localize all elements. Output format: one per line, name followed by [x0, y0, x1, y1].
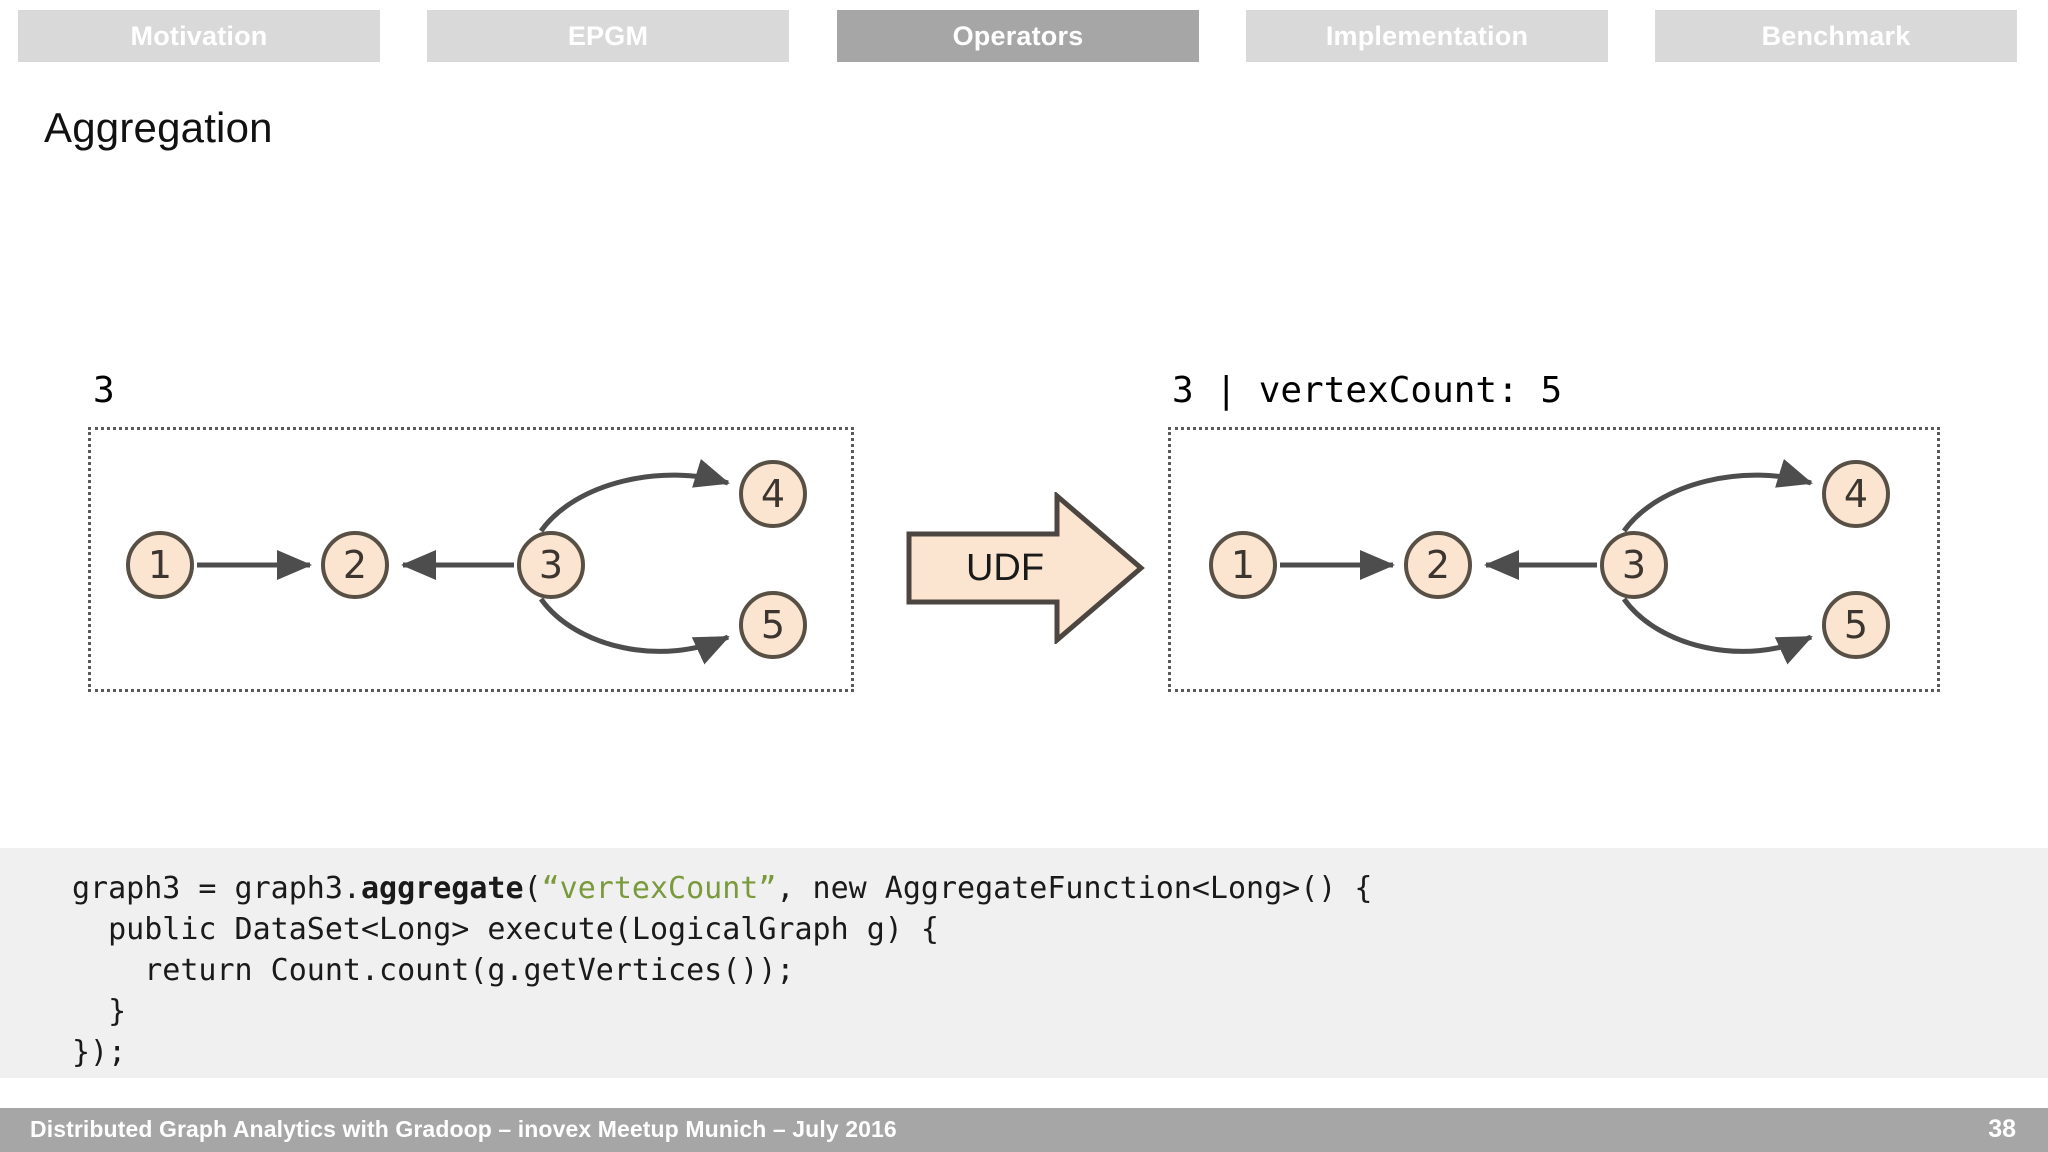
footer-title: Distributed Graph Analytics with Gradoop… — [30, 1116, 897, 1142]
nav-tab-label: Motivation — [130, 20, 268, 51]
left-graph-boundary — [88, 427, 854, 692]
nav-tab-label: Operators — [952, 20, 1084, 51]
right-graph-node-3[interactable]: 3 — [1600, 531, 1668, 599]
node-label: 5 — [1843, 603, 1869, 647]
nav-tab-label: Implementation — [1325, 20, 1529, 51]
udf-block-arrow-icon — [906, 492, 1145, 644]
graph-edges-layer — [197, 458, 1813, 665]
nav-tab-label: EPGM — [567, 20, 649, 51]
left-graph-node-3[interactable]: 3 — [517, 531, 585, 599]
node-label: 3 — [1621, 543, 1647, 587]
page-number: 38 — [1988, 1115, 2016, 1143]
node-label: 2 — [1425, 543, 1451, 587]
left-graph-node-4[interactable]: 4 — [739, 460, 807, 528]
right-graph-node-4[interactable]: 4 — [1822, 460, 1890, 528]
node-label: 2 — [342, 543, 368, 587]
left-graph-node-1[interactable]: 1 — [126, 531, 194, 599]
left-graph-caption: 3 — [93, 370, 115, 411]
nav-tab-operators[interactable]: Operators — [837, 10, 1199, 62]
right-graph-caption: 3 | vertexCount: 5 — [1172, 370, 1563, 411]
left-graph-node-2[interactable]: 2 — [321, 531, 389, 599]
node-label: 5 — [760, 603, 786, 647]
right-graph-node-2[interactable]: 2 — [1404, 531, 1472, 599]
right-graph-node-1[interactable]: 1 — [1209, 531, 1277, 599]
node-label: 3 — [538, 543, 564, 587]
nav-tab-epgm[interactable]: EPGM — [427, 10, 789, 62]
code-block: graph3 = graph3.aggregate(“vertexCount”,… — [0, 848, 2048, 1078]
top-navigation-bar: Motivation EPGM Operators Implementation… — [0, 0, 2048, 72]
udf-label: UDF — [965, 546, 1045, 589]
page-title: Aggregation — [44, 104, 273, 151]
nav-tab-label: Benchmark — [1761, 20, 1911, 51]
node-label: 1 — [147, 543, 173, 587]
footer-bar — [0, 1108, 2048, 1152]
nav-tab-motivation[interactable]: Motivation — [18, 10, 380, 62]
right-graph-boundary — [1168, 427, 1940, 692]
node-label: 4 — [1843, 472, 1869, 516]
node-label: 4 — [760, 472, 786, 516]
nav-tab-benchmark[interactable]: Benchmark — [1655, 10, 2017, 62]
left-graph-node-5[interactable]: 5 — [739, 591, 807, 659]
code-snippet: graph3 = graph3.aggregate(“vertexCount”,… — [72, 871, 1373, 1070]
right-graph-node-5[interactable]: 5 — [1822, 591, 1890, 659]
nav-tab-implementation[interactable]: Implementation — [1246, 10, 1608, 62]
node-label: 1 — [1230, 543, 1256, 587]
